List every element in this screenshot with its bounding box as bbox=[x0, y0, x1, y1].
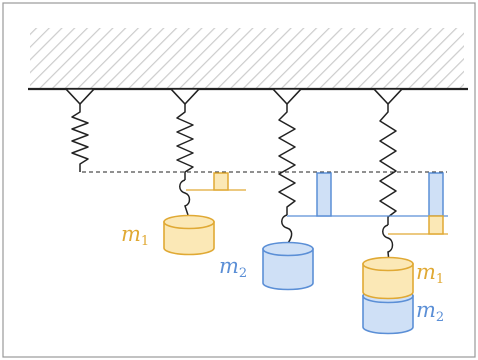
spring-2-icon bbox=[176, 104, 194, 180]
stacked-mass-2-label: m2 bbox=[416, 298, 444, 325]
mass-2-label: m2 bbox=[219, 254, 247, 281]
hook-3-icon bbox=[281, 214, 293, 244]
extension-bar-icon bbox=[186, 172, 246, 191]
mass-1-icon bbox=[163, 214, 215, 256]
extension-bar-2-icon bbox=[287, 172, 448, 217]
hook-4-icon bbox=[382, 224, 394, 263]
mass-1-label: m1 bbox=[121, 222, 149, 249]
hook-2-icon bbox=[179, 179, 191, 216]
stacked-mass-1-label: m1 bbox=[416, 260, 444, 287]
mount-1-icon bbox=[64, 88, 96, 106]
spring-4-icon bbox=[379, 104, 397, 225]
stacked-mass-1-icon bbox=[362, 256, 414, 300]
hatched-ceiling-icon bbox=[28, 28, 468, 91]
spring-1-icon bbox=[71, 104, 89, 172]
spring-3-icon bbox=[278, 104, 296, 215]
mount-2-icon bbox=[169, 88, 201, 106]
mass-2-icon bbox=[262, 241, 314, 291]
mount-4-icon bbox=[372, 88, 404, 106]
mount-3-icon bbox=[271, 88, 303, 106]
extension-bar-sum-icon bbox=[388, 172, 448, 235]
